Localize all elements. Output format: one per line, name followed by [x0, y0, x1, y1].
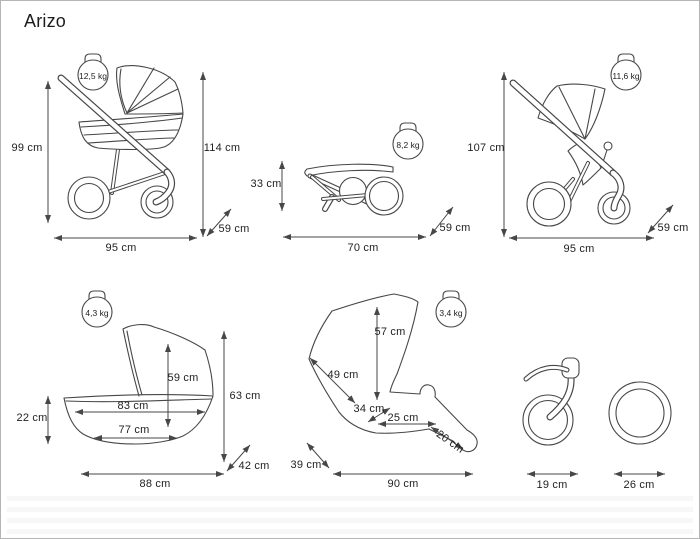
weight-kettlebell-icon-seat	[435, 290, 467, 328]
pram-length-label: 95 cm	[105, 242, 137, 254]
faint-background-text	[7, 493, 693, 535]
carrycot-lower-length-label: 77 cm	[118, 424, 150, 436]
carrycot-hull	[63, 393, 214, 445]
carrycot-upper-length-label: 83 cm	[117, 400, 149, 412]
front-wheel-diameter-label: 19 cm	[536, 479, 568, 491]
pram-hood-height-label: 99 cm	[11, 142, 43, 154]
seat-unit-drawing	[308, 293, 478, 453]
pram-weight-label: 12,5 kg	[79, 71, 107, 81]
seat-unit-outline	[308, 293, 478, 453]
folded-stroller-drawing	[304, 163, 404, 216]
pram-drawing	[57, 65, 184, 220]
carrycot-drawing	[63, 324, 214, 445]
weight-kettlebell-icon-carrycot	[81, 290, 113, 328]
front-wheel-drawing	[522, 357, 580, 446]
weight-kettlebell-icon-pushchair	[610, 53, 642, 91]
carrycot-hood-height-label: 59 cm	[167, 372, 199, 384]
pram-width-label: 59 cm	[218, 223, 250, 235]
carrycot-overall-length-label: 88 cm	[139, 478, 171, 490]
seat-backrest-height-label: 57 cm	[374, 326, 406, 338]
carrycot-hood	[122, 324, 214, 396]
carrycot-weight-label: 4,3 kg	[85, 308, 109, 318]
pushchair-drawing	[509, 79, 631, 227]
folded-height-label: 33 cm	[250, 178, 282, 190]
folded-front-wheel	[364, 176, 404, 216]
seat-weight-label: 3,4 kg	[439, 308, 463, 318]
pushchair-bumper-knob	[603, 141, 613, 151]
seat-length-label: 25 cm	[387, 412, 419, 424]
pram-handle-height-label: 114 cm	[203, 142, 241, 154]
rear-wheel-drawing	[608, 381, 672, 445]
carrycot-width-label: 42 cm	[238, 460, 270, 472]
rear-wheel-diameter-label: 26 cm	[623, 479, 655, 491]
weight-kettlebell-icon-pram	[77, 53, 109, 91]
seat-backrest-length-label: 49 cm	[327, 369, 359, 381]
rear-wheel-tire	[608, 381, 672, 445]
folded-length-label: 70 cm	[347, 242, 379, 254]
seat-depth-label: 34 cm	[353, 403, 385, 415]
pushchair-height-label: 107 cm	[467, 142, 505, 154]
folded-weight-label: 8,2 kg	[396, 140, 420, 150]
weight-kettlebell-icon-folded	[392, 122, 424, 160]
carrycot-side-depth-label: 22 cm	[16, 412, 48, 424]
dimension-arrows	[45, 72, 674, 477]
seat-width-label: 39 cm	[290, 459, 322, 471]
carrycot-overall-height-label: 63 cm	[229, 390, 261, 402]
folded-width-label: 59 cm	[439, 222, 471, 234]
pushchair-length-label: 95 cm	[563, 243, 595, 255]
seat-overall-length-label: 90 cm	[387, 478, 419, 490]
pushchair-width-label: 59 cm	[657, 222, 689, 234]
pram-hood	[116, 65, 184, 115]
pushchair-weight-label: 11,6 kg	[612, 71, 640, 81]
page-title: Arizo	[24, 11, 67, 31]
